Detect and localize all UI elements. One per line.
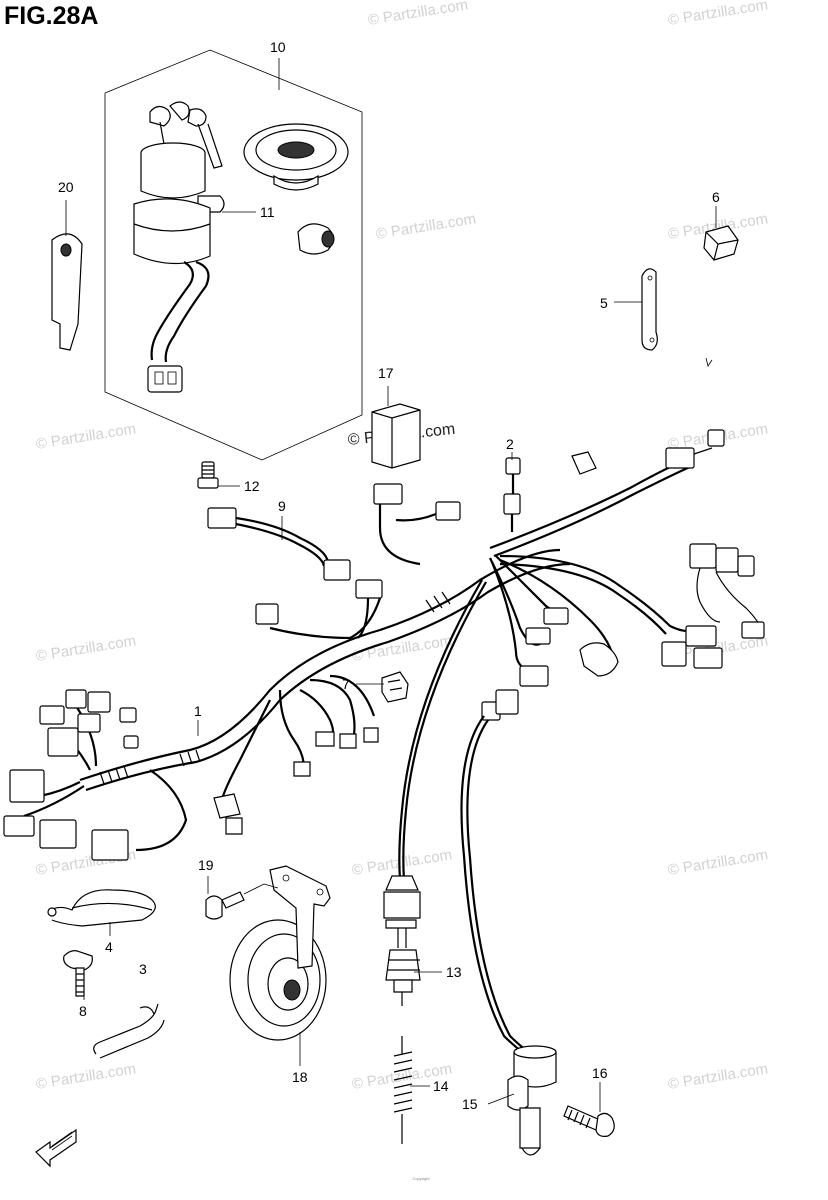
callout-5: 5: [600, 295, 608, 311]
relay-part-6: [703, 225, 739, 261]
horn-part-18: [229, 865, 331, 1041]
copyright-note: Copyright: [412, 1176, 430, 1181]
band-part-4: [47, 889, 156, 927]
sub-harness-part-9: [207, 507, 351, 581]
callout-17: 17: [378, 365, 394, 381]
clamp-part-3: [93, 1003, 165, 1059]
main-harness-part-1: [3, 429, 765, 861]
relay-part-17: [371, 403, 421, 566]
callout-16: 16: [592, 1065, 608, 1081]
bolt-part-16: [563, 1105, 615, 1137]
callout-13: 13: [446, 964, 462, 980]
figure-title: FIG.28A: [4, 2, 99, 30]
callout-18: 18: [292, 1069, 308, 1085]
spring-part-14: [393, 1036, 413, 1144]
callout-19: 19: [198, 857, 214, 873]
callout-6: 6: [712, 189, 720, 205]
socket-part-12: [197, 461, 219, 489]
clip-part-7: [381, 671, 409, 703]
callout-4: 4: [105, 939, 113, 955]
callout-2: 2: [506, 436, 514, 452]
bolt-part-19: [205, 883, 279, 920]
ignition-group-outline: [104, 49, 363, 461]
callout-20: 20: [58, 179, 74, 195]
bracket-part-5: [641, 268, 713, 367]
ignition-switch-part: [133, 101, 349, 393]
callout-3: 3: [139, 961, 147, 977]
callout-8: 8: [79, 1003, 87, 1019]
callout-11: 11: [260, 204, 275, 220]
sensor-part-15: [460, 689, 557, 1156]
leader-lines: [65, 58, 717, 1112]
callout-10: 10: [270, 39, 286, 55]
callout-9: 9: [278, 498, 286, 514]
callout-14: 14: [433, 1078, 449, 1094]
switch-part-13: [383, 579, 487, 1006]
callout-7: 7: [342, 676, 350, 692]
callout-12: 12: [244, 478, 260, 494]
callout-15: 15: [462, 1096, 478, 1112]
key-part: [51, 233, 83, 351]
bolt-part-8: [63, 950, 93, 997]
callout-1: 1: [194, 703, 202, 719]
front-direction-arrow-icon: [35, 1128, 77, 1168]
connector-part-2: [503, 457, 521, 532]
